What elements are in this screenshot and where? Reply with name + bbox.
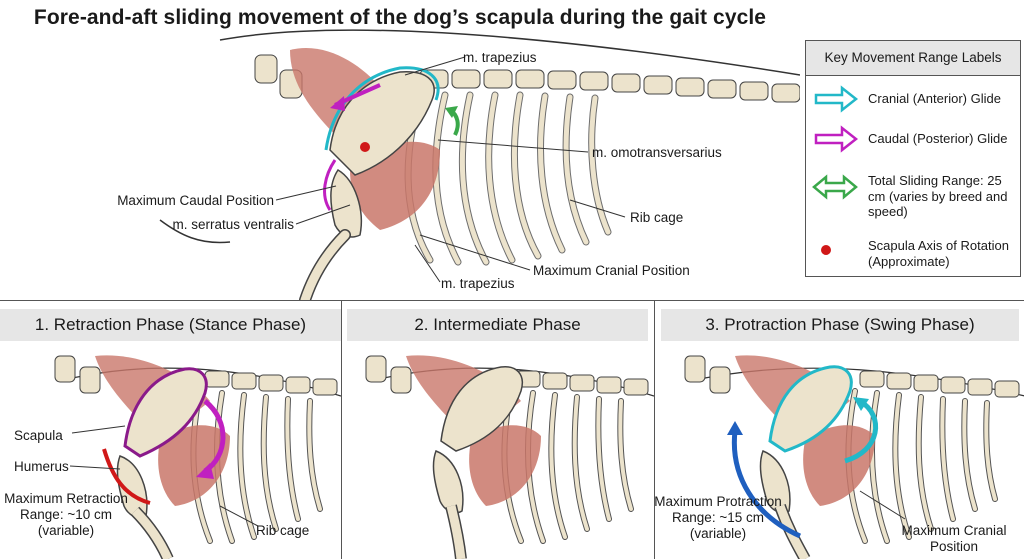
label-rib-cage-panel1: Rib cage [256,523,310,538]
label-max-cranial-position-panel3: Maximum Cranial Position [901,523,1007,554]
panel-intermediate-title: 2. Intermediate Phase [347,309,648,341]
legend-item-cranial: Cranial (Anterior) Glide [868,91,1001,106]
label-scapula: Scapula [14,428,63,443]
label-max-caudal-position: Maximum Caudal Position [117,193,274,208]
panel-protraction-title: 3. Protraction Phase (Swing Phase) [661,309,1019,341]
protraction-illustration [684,355,1024,559]
label-trapezius-top: m. trapezius [463,50,537,65]
panel-retraction: 1. Retraction Phase (Stance Phase) [0,301,342,559]
axis-of-rotation-dot [360,142,370,152]
caudal-glide-outline [323,159,337,211]
label-omotransversarius: m. omotransversarius [592,145,722,160]
red-dot-icon [821,245,831,255]
legend-icons [812,85,859,255]
caudal-glide-arrow [203,399,226,474]
main-illustration [159,29,800,300]
label-humerus: Humerus [14,459,69,474]
legend-item-axis: Scapula Axis of Rotation (Approximate) [868,238,1009,269]
cranial-glide-outline [324,66,440,151]
legend-box: Key Movement Range Labels Cranial (Anter… [805,40,1021,277]
right-arrow-icon [814,85,859,113]
section-divider [0,300,1024,301]
right-arrow-icon [814,125,859,153]
double-arrow-icon [812,174,858,200]
panel-protraction: 3. Protraction Phase (Swing Phase) [654,301,1024,559]
intermediate-illustration [365,355,654,559]
scapula-bone [123,367,208,458]
rib-cage-fill [405,92,611,265]
panel-intermediate: 2. Intermediate Phase [341,301,655,559]
legend-header: Key Movement Range Labels [806,41,1020,76]
legend-item-total-range: Total Sliding Range: 25 cm (varies by br… [868,173,1008,219]
panel-retraction-title: 1. Retraction Phase (Stance Phase) [0,309,341,341]
scapula-bone [440,366,523,452]
label-serratus-ventralis: m. serratus ventralis [172,217,294,232]
label-max-protraction-range: Maximum Protraction Range: ~15 cm (varia… [654,494,782,541]
humerus-bone [432,450,464,514]
protraction-range-arrow [731,430,802,539]
label-rib-cage-main: Rib cage [630,210,684,225]
label-max-cranial-position: Maximum Cranial Position [533,263,690,278]
retraction-range-bracket [102,448,151,505]
retraction-illustration [54,355,341,559]
diagram-title: Fore-and-aft sliding movement of the dog… [33,6,767,29]
cranial-glide-arrow [844,398,878,464]
scapula-bone [768,365,853,453]
label-trapezius-bottom: m. trapezius [441,276,515,291]
label-max-retraction-range: Maximum Retraction Range: ~10 cm (variab… [4,491,128,538]
legend-item-caudal: Caudal (Posterior) Glide [868,131,1008,146]
